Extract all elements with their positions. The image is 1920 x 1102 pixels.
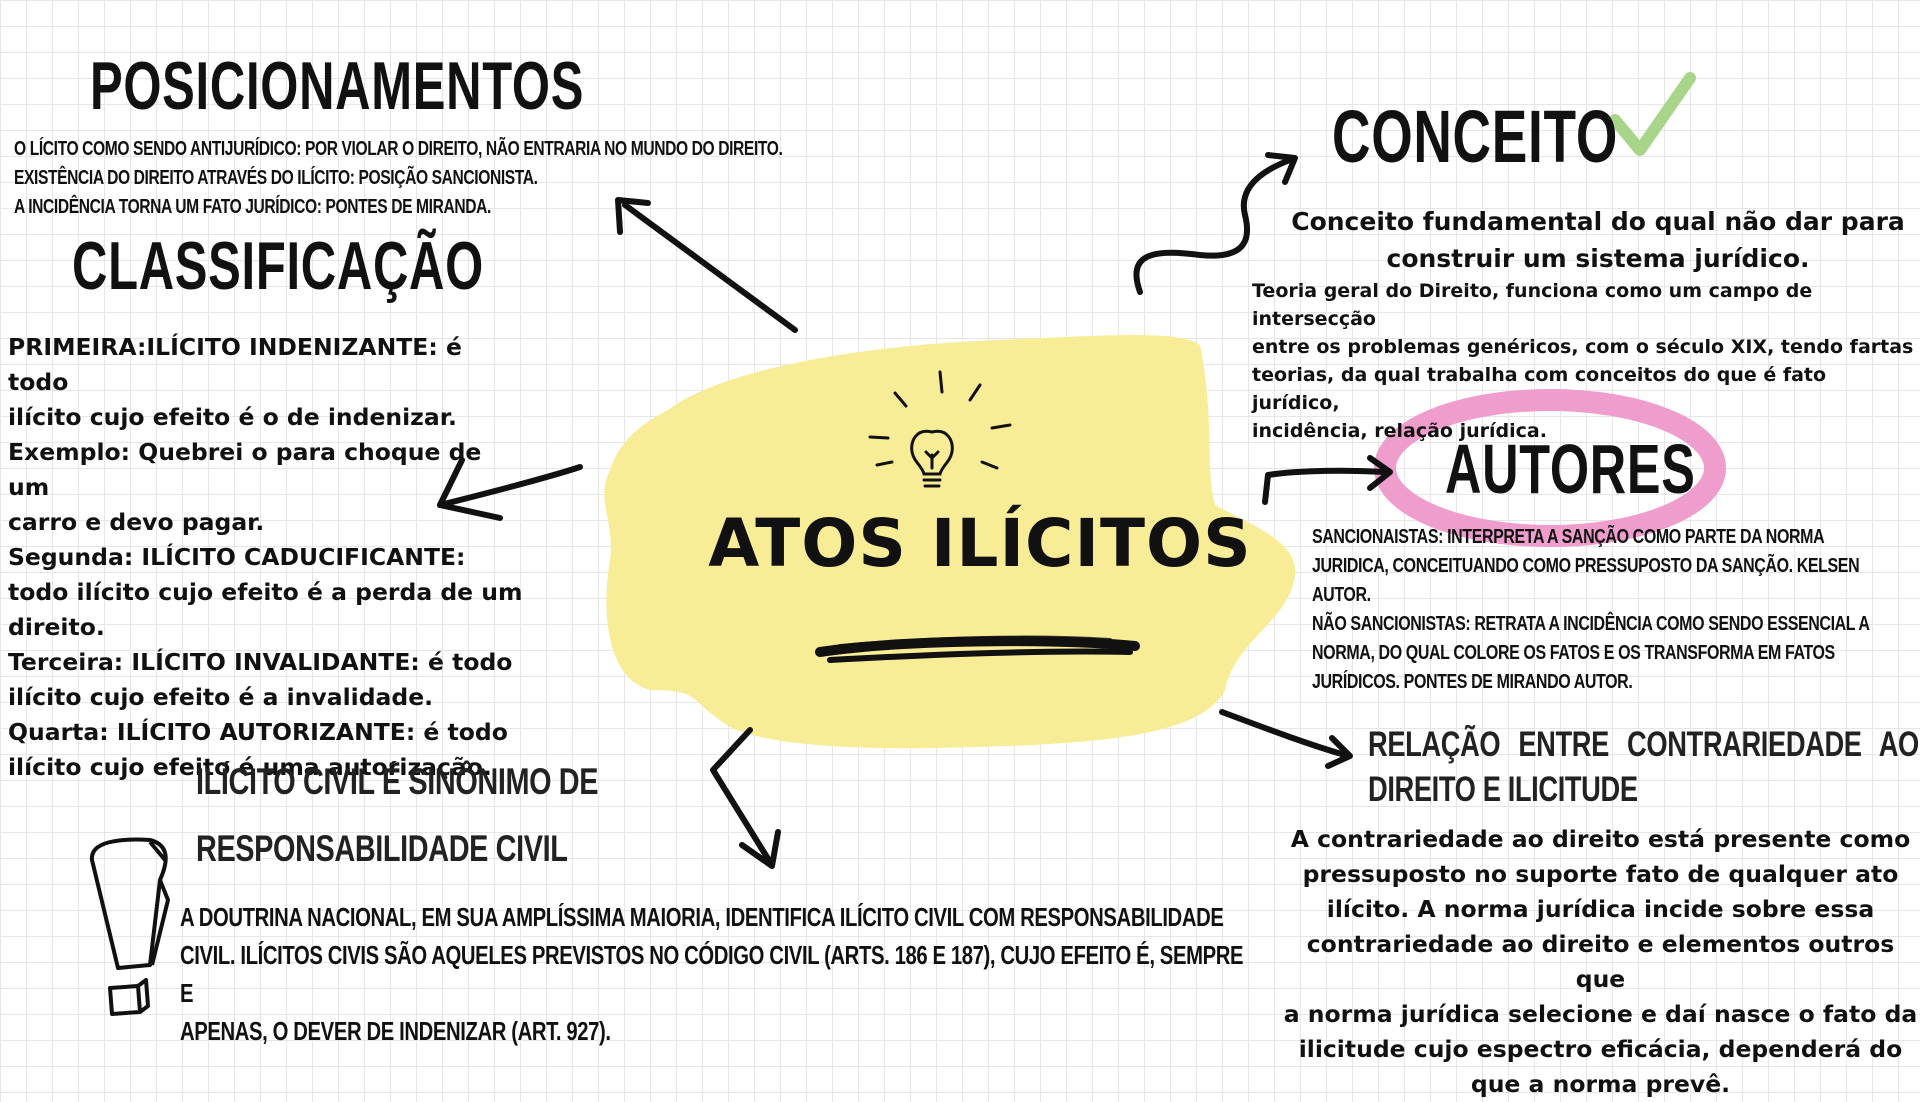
arrow-to-autores <box>1262 467 1388 505</box>
classificacao-line: Exemplo: Quebrei o para choque de um <box>8 438 482 501</box>
conceito-body-line: entre os problemas genéricos, com o sécu… <box>1252 336 1914 358</box>
autores-title: AUTORES <box>1445 430 1696 508</box>
posicionamentos-line: O LÍCITO COMO SENDO ANTIJURÍDICO: POR VI… <box>14 138 783 160</box>
posicionamentos-title: POSICIONAMENTOS <box>90 48 585 124</box>
classificacao-line: ilícito cujo efeito é a invalidade. <box>8 683 434 711</box>
relacao-body-line: pressuposto no suporte fato de qualquer … <box>1302 860 1899 888</box>
relacao-body-line: contrariedade ao direito e elementos out… <box>1306 930 1895 993</box>
classificacao-line: ilícito cujo efeito é uma autorização. <box>8 753 492 781</box>
autores-line: NORMA, DO QUAL COLORE OS FATOS E OS TRAN… <box>1312 641 1835 664</box>
autores-line: JURIDICA, CONCEITUANDO COMO PRESSUPOSTO … <box>1312 554 1860 577</box>
brush-stroke-1 <box>815 636 1140 657</box>
conceito-body-line: teorias, da qual trabalha com conceitos … <box>1252 364 1827 414</box>
classificacao-list: PRIMEIRA:ILÍCITO INDENIZANTE: é todo ilí… <box>8 330 528 785</box>
classificacao-line: Quarta: ILÍCITO AUTORIZANTE: é todo <box>8 718 508 746</box>
arrowhead-conceito <box>1265 152 1298 185</box>
relacao-body-line: A contrariedade ao direito está presente… <box>1290 825 1911 853</box>
conceito-headline-line: construir um sistema jurídico. <box>1386 244 1810 273</box>
relacao-body: A contrariedade ao direito está presente… <box>1278 822 1920 1102</box>
arrow-to-relacao <box>1219 709 1348 758</box>
exclamation-icon <box>89 837 170 1016</box>
conceito-body: Teoria geral do Direito, funciona como u… <box>1252 277 1917 445</box>
posicionamentos-line: A INCIDÊNCIA TORNA UM FATO JURÍDICO: PON… <box>14 196 491 218</box>
ilicito-civil-title-line: ILÍCITO CIVIL É SINÔNIMO DE <box>196 761 599 802</box>
relacao-body-line: ilicitude cujo espectro eficácia, depend… <box>1298 1035 1903 1063</box>
arrowhead-posicionamentos <box>615 197 651 235</box>
autores-list: SANCIONAISTAS: INTERPRETA A SANÇÃO COMO … <box>1312 522 1920 696</box>
classificacao-line: carro e devo pagar. <box>8 508 265 536</box>
classificacao-line: todo ilícito cujo efeito é a perda de um <box>8 578 523 606</box>
brush-stroke-2 <box>827 648 1133 663</box>
classificacao-title: CLASSIFICAÇÃO <box>72 228 484 304</box>
conceito-headline-line: Conceito fundamental do qual não dar par… <box>1291 207 1905 236</box>
classificacao-line: ilícito cujo efeito é o de indenizar. <box>8 403 457 431</box>
arrowhead-autores <box>1367 455 1393 491</box>
conceito-body-line: incidência, relação jurídica. <box>1252 420 1547 442</box>
autores-line: JURÍDICOS. PONTES DE MIRANDO AUTOR. <box>1312 670 1633 693</box>
ilicito-civil-body-line: A DOUTRINA NACIONAL, EM SUA AMPLÍSSIMA M… <box>180 902 1224 932</box>
posicionamentos-line: EXISTÊNCIA DO DIREITO ATRAVÉS DO ILÍCITO… <box>14 167 538 189</box>
conceito-body-line: Teoria geral do Direito, funciona como u… <box>1252 280 1813 330</box>
classificacao-line: Terceira: ILÍCITO INVALIDANTE: é todo <box>8 648 513 676</box>
arrowhead-ilicito-civil <box>739 829 781 869</box>
posicionamentos-list: O LÍCITO COMO SENDO ANTIJURÍDICO: POR VI… <box>14 135 817 222</box>
autores-line: SANCIONAISTAS: INTERPRETA A SANÇÃO COMO … <box>1312 525 1825 548</box>
ilicito-civil-body-line: CIVIL. ILÍCITOS CIVIS SÃO AQUELES PREVIS… <box>180 940 1244 1008</box>
relacao-body-line: ilícito. A norma jurídica incide sobre e… <box>1326 895 1875 923</box>
arrow-to-ilicito-civil <box>710 727 773 865</box>
arrow-to-conceito <box>1133 157 1293 295</box>
classificacao-line: direito. <box>8 613 105 641</box>
relacao-body-line: a norma jurídica selecione e daí nasce o… <box>1283 1000 1918 1028</box>
arrowhead-relacao <box>1325 735 1353 769</box>
classificacao-line: Segunda: ILÍCITO CADUCIFICANTE: <box>8 543 466 571</box>
arrow-to-classificacao <box>437 464 583 508</box>
relacao-title: RELAÇÃO ENTRE CONTRARIEDADE AO DIREITO E… <box>1368 722 1920 812</box>
autores-line: NÃO SANCIONISTAS: RETRATA A INCIDÊNCIA C… <box>1312 612 1870 635</box>
conceito-title: CONCEITO <box>1332 95 1619 178</box>
conceito-headline: Conceito fundamental do qual não dar par… <box>1258 203 1920 277</box>
checkmark-icon <box>1609 72 1696 156</box>
ilicito-civil-body-line: APENAS, O DEVER DE INDENIZAR (ART. 927). <box>180 1016 611 1046</box>
relacao-body-line: que a norma prevê. <box>1470 1070 1731 1098</box>
brush-stroke-3 <box>838 635 1112 648</box>
ilicito-civil-body: A DOUTRINA NACIONAL, EM SUA AMPLÍSSIMA M… <box>180 898 1256 1050</box>
arrow-to-posicionamentos <box>622 202 798 333</box>
arrowhead-classificacao <box>437 457 503 521</box>
ilicito-civil-title: ILÍCITO CIVIL É SINÔNIMO DE RESPONSABILI… <box>196 748 633 882</box>
autores-line: AUTOR. <box>1312 583 1371 606</box>
lightbulb-icon <box>868 370 1012 488</box>
ilicito-civil-title-line: RESPONSABILIDADE CIVIL <box>196 828 568 869</box>
relacao-title-line: DIREITO E ILICITUDE <box>1368 770 1638 809</box>
center-title: ATOS ILÍCITOS <box>708 505 1252 582</box>
relacao-title-line: RELAÇÃO ENTRE CONTRARIEDADE AO <box>1368 725 1919 764</box>
classificacao-line: PRIMEIRA:ILÍCITO INDENIZANTE: é todo <box>8 333 462 396</box>
